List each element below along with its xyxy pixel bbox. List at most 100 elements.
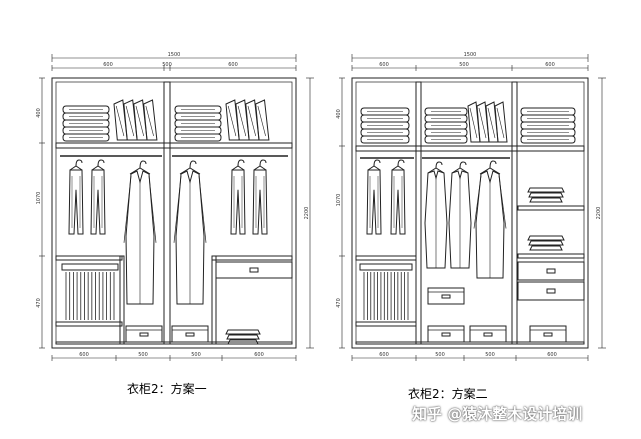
hanger-hook [237, 159, 245, 167]
cabinet-frame [351, 77, 589, 349]
right-shelf [517, 253, 585, 259]
pants [390, 169, 406, 235]
hanger-hook [459, 161, 467, 169]
box-body [171, 325, 209, 343]
coat-sleeve [148, 175, 157, 243]
overall-width-dim: 1500 [51, 52, 297, 62]
hanger-bar [129, 167, 151, 175]
folded-clothes-stack [62, 105, 110, 142]
left-mid-shelf [355, 255, 417, 261]
overall-height-dim: 2200 [304, 77, 314, 349]
pile-item [529, 245, 563, 251]
left-partition [119, 255, 125, 345]
hanger-bar [451, 167, 469, 174]
hanger-hook [373, 159, 381, 167]
hanger-bar [253, 165, 267, 171]
hanger-bar [91, 165, 105, 171]
drawer-handle [249, 267, 259, 273]
cabinet-frame [51, 77, 297, 349]
row-height-label: 470 [36, 298, 42, 308]
center-divider [163, 81, 171, 345]
caption-left: 衣柜2：方案一 [127, 382, 207, 396]
pile-item [226, 334, 260, 340]
folded-item [174, 133, 222, 142]
folded-clothes-stack [174, 105, 222, 142]
box-handle [483, 332, 493, 337]
dim-label: 500 [138, 352, 148, 358]
coat [125, 170, 155, 305]
pants [90, 169, 106, 235]
dim-label: 600 [228, 62, 238, 68]
folded-item [520, 135, 576, 144]
pants-on-hanger [68, 159, 84, 235]
box-handle [185, 332, 195, 337]
box-body [469, 325, 507, 343]
hanger-bar [231, 165, 245, 171]
drawer [215, 261, 293, 279]
drawer [517, 281, 585, 301]
coat-sleeve [473, 175, 482, 229]
pillow-crease [487, 107, 496, 139]
storage-box [427, 325, 465, 343]
hanger-bar [179, 167, 201, 175]
coat-on-hanger [173, 160, 207, 305]
overall-width-label: 1500 [168, 52, 181, 58]
drawer-handle [546, 268, 556, 274]
divider-left [415, 81, 422, 345]
right-shelf [517, 205, 585, 211]
pillow-crease [125, 105, 135, 137]
hanger-bar [391, 165, 405, 171]
box-handle [441, 294, 451, 299]
pillows [113, 99, 158, 141]
folded-pile [527, 235, 565, 251]
storage-box [125, 325, 163, 343]
pants [68, 169, 84, 235]
hanger-hook [397, 159, 405, 167]
pile-item [527, 235, 565, 241]
hanger-bar [479, 167, 501, 175]
row-height-label: 400 [336, 109, 342, 119]
pillow-crease [115, 105, 125, 137]
row-height-label: 1070 [36, 192, 42, 205]
pile-item [527, 187, 565, 193]
box-handle [441, 332, 451, 337]
pillow-crease [227, 105, 237, 137]
pants-on-hanger [366, 159, 382, 235]
coat-sleeve [173, 175, 182, 243]
overall-width-dim: 1500 [351, 52, 589, 62]
rack-rail [61, 263, 119, 271]
folded-item [424, 135, 468, 144]
pillow-crease [469, 107, 478, 139]
plinth [355, 341, 585, 345]
row-height-label: 1070 [336, 194, 342, 207]
box-handle [139, 332, 149, 337]
dim-label: 600 [254, 352, 264, 358]
hanger-bar [69, 165, 83, 171]
pillow-crease [145, 105, 154, 137]
dim-label: 500 [162, 62, 172, 68]
storage-box [171, 325, 209, 343]
coat-on-hanger [123, 160, 157, 305]
hanger-hook [189, 160, 197, 169]
pillow-crease [257, 105, 266, 137]
plinth [55, 341, 293, 345]
pants-on-hanger [390, 159, 406, 235]
left-mid-shelf [55, 255, 123, 261]
box-body [125, 325, 163, 343]
hanger-hook [489, 160, 497, 169]
pants [366, 169, 382, 235]
storage-box [469, 325, 507, 343]
row-height-label: 400 [36, 108, 42, 118]
box-body [427, 287, 465, 305]
rack-rail [359, 263, 413, 271]
pants-rack [359, 263, 413, 320]
pants-rack [61, 263, 119, 320]
coat-sleeve [498, 175, 507, 229]
pillows [225, 99, 270, 141]
pillow [255, 99, 270, 141]
dim-label: 600 [545, 62, 555, 68]
